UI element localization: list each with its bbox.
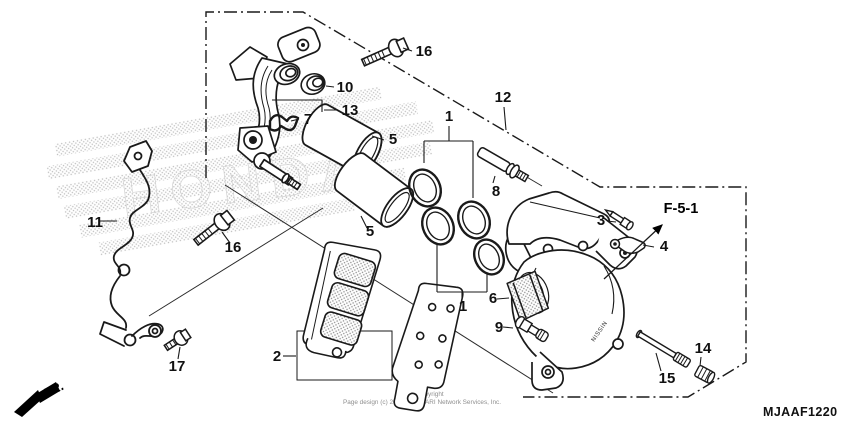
callout-8: 8 <box>492 183 500 200</box>
callout-17: 17 <box>169 358 186 375</box>
reference-f51: F-5-1 <box>664 201 699 217</box>
callout-12: 12 <box>495 89 512 106</box>
bracket-part <box>229 26 321 191</box>
callout-5-lower: 5 <box>366 223 374 240</box>
callout-14: 14 <box>695 340 712 357</box>
callout-15: 15 <box>659 370 676 387</box>
callout-4: 4 <box>660 238 669 255</box>
callout-16-top: 16 <box>416 43 433 60</box>
flange-bolt-top-part <box>360 36 410 67</box>
copyright-word: Copyright <box>416 391 444 398</box>
pad-plate-part <box>391 282 464 412</box>
diagram-code: MJAAF1220 <box>763 405 837 419</box>
seal-ring-parts <box>408 168 505 276</box>
callout-9: 9 <box>495 319 503 336</box>
callout-6: 6 <box>489 290 497 307</box>
callout-10: 10 <box>337 79 354 96</box>
callout-16-left: 16 <box>225 239 242 256</box>
retainer-bolt-part <box>163 328 192 352</box>
pin-boot-part <box>300 72 326 96</box>
callout-13: 13 <box>342 102 359 119</box>
pad-retainer-part <box>99 140 164 347</box>
f51-arrow <box>603 224 663 280</box>
pad-pin-plug-part <box>694 364 716 384</box>
pad-spring-part <box>506 270 550 322</box>
pad-friction-part <box>302 241 382 359</box>
pad-clip-part <box>268 114 300 132</box>
pad-pin-part <box>635 329 691 368</box>
callout-11: 11 <box>87 214 103 231</box>
leader-lines <box>100 47 702 372</box>
callout-7: 7 <box>304 111 312 128</box>
bleed-valve-part <box>603 208 634 231</box>
callout-3: 3 <box>597 212 605 229</box>
bleeder-screw-part <box>514 316 549 343</box>
callout-1-bottom: 1 <box>459 298 467 315</box>
piston-lower-part <box>333 152 415 228</box>
callout-2: 2 <box>273 348 281 365</box>
callout-5-upper: 5 <box>389 131 397 148</box>
callout-1-top: 1 <box>445 108 453 125</box>
flange-bolt-left-part <box>192 209 236 247</box>
hanger-pin-part <box>476 147 530 183</box>
fr-direction-arrow: FR. <box>14 378 66 417</box>
